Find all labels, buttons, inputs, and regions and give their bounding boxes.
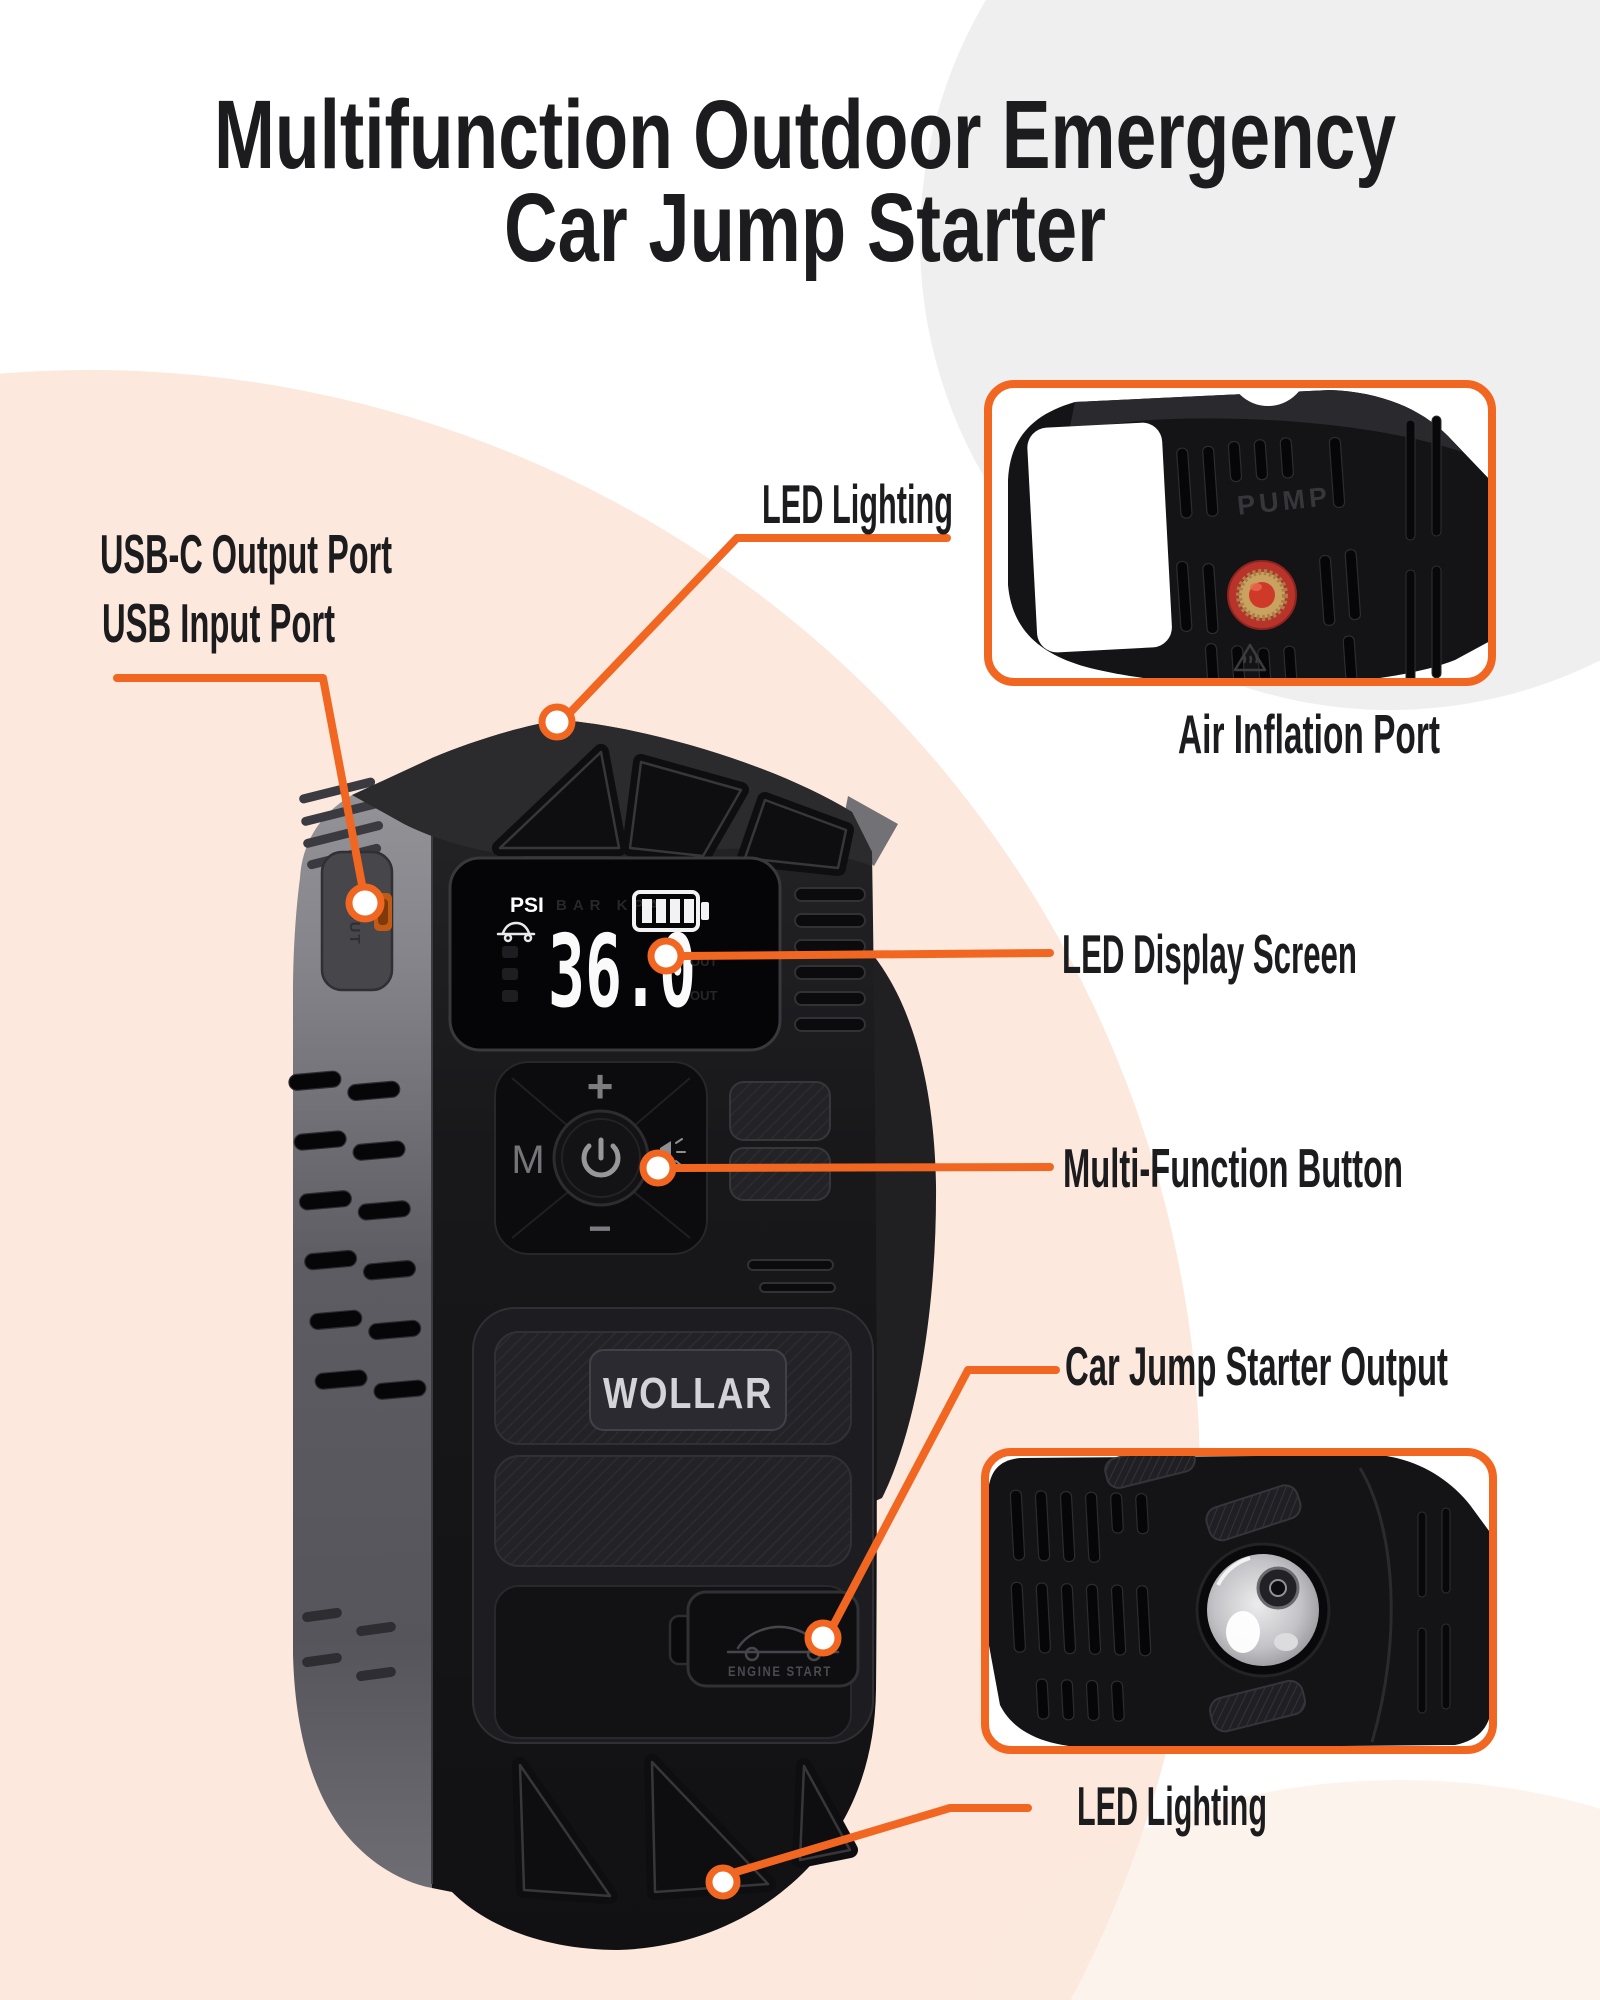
jump-starter-device: OUT bbox=[287, 720, 937, 1950]
speaker-fins bbox=[794, 887, 866, 1032]
display-unit-label: PSI bbox=[510, 894, 544, 917]
leader-usb-ports bbox=[113, 674, 367, 894]
inset2-frame bbox=[981, 1448, 1497, 1754]
inset1-top-face bbox=[1068, 390, 1462, 452]
brand-plate bbox=[589, 1349, 787, 1431]
inset1-frame bbox=[984, 380, 1496, 686]
callout-led-lighting-top: LED Lighting bbox=[762, 473, 953, 535]
marker-led-lighting-bottom bbox=[705, 1864, 741, 1900]
page-title-line2: Car Jump Starter bbox=[504, 173, 1106, 282]
display-out-label-2: OUT bbox=[690, 988, 718, 1003]
minus-button-label: − bbox=[588, 1207, 611, 1251]
marker-usb-ports bbox=[345, 883, 385, 923]
callout-usb-c-output: USB-C Output Port bbox=[100, 523, 392, 585]
callout-usb-input: USB Input Port bbox=[102, 592, 335, 654]
inset-led-flashlight bbox=[985, 1452, 1493, 1750]
side-texture-panels bbox=[729, 1081, 836, 1293]
page-title-line1: Multifunction Outdoor Emergency bbox=[214, 80, 1396, 189]
display-mode-icons bbox=[502, 946, 518, 1002]
callout-air-inflation: Air Inflation Port bbox=[1178, 703, 1440, 765]
car-icon bbox=[496, 921, 536, 943]
leader-led-display bbox=[680, 949, 1054, 960]
callout-led-lighting-bottom: LED Lighting bbox=[1077, 1775, 1267, 1837]
flashlight-lens-icon bbox=[1195, 1542, 1331, 1678]
engine-start-label: ENGINE START bbox=[728, 1663, 832, 1679]
leader-multi-function bbox=[672, 1163, 1054, 1172]
leader-led-lighting-top bbox=[559, 534, 951, 724]
power-icon bbox=[581, 1137, 621, 1178]
plus-button-label: + bbox=[587, 1060, 614, 1112]
marker-jump-output bbox=[804, 1619, 842, 1657]
multi-function-button: + M − bbox=[494, 1060, 708, 1255]
led-light-panel bbox=[1027, 422, 1172, 653]
callout-jump-output: Car Jump Starter Output bbox=[1065, 1335, 1448, 1397]
brand-logo: WOLLAR bbox=[603, 1369, 773, 1418]
inset2-corner-ridge bbox=[1358, 1467, 1393, 1743]
marker-led-lighting-top bbox=[538, 703, 576, 741]
hot-surface-warning-icon bbox=[1233, 643, 1267, 672]
side-vent-slots bbox=[287, 1069, 428, 1682]
marker-multi-function bbox=[639, 1149, 677, 1187]
leader-led-lighting-bottom bbox=[732, 1804, 1032, 1876]
callout-leader-lines bbox=[113, 534, 1060, 1900]
background-peach-wash bbox=[973, 1780, 1600, 2000]
jump-starter-output-flap: ENGINE START bbox=[668, 1590, 860, 1688]
callout-multi-function: Multi-Function Button bbox=[1063, 1137, 1403, 1199]
callout-led-display: LED Display Screen bbox=[1062, 923, 1357, 985]
device-side-face bbox=[293, 758, 432, 1888]
battery-icon bbox=[632, 890, 709, 932]
air-valve-icon bbox=[1227, 560, 1297, 630]
front-lower-panel: WOLLAR ENGINE START bbox=[472, 1307, 874, 1744]
inset1-side-grooves bbox=[1405, 415, 1442, 682]
leader-jump-output bbox=[830, 1366, 1060, 1628]
inset2-side-grooves bbox=[1417, 1507, 1451, 1714]
side-top-slats bbox=[299, 777, 384, 870]
marker-led-display bbox=[647, 937, 685, 975]
top-vent-triangles bbox=[492, 744, 854, 876]
mode-button-label: M bbox=[511, 1138, 544, 1182]
